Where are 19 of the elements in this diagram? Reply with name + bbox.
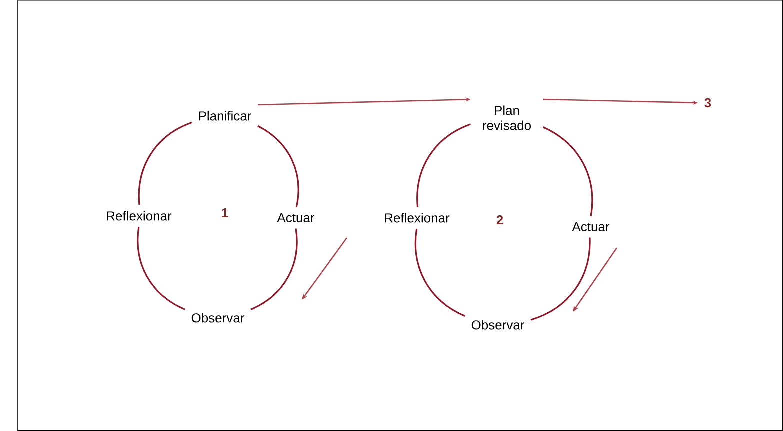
arc-line bbox=[137, 226, 186, 310]
arc-line bbox=[416, 124, 472, 208]
arc-line bbox=[530, 238, 591, 321]
stage-number: 3 bbox=[704, 98, 712, 108]
stage-label: Actuar bbox=[277, 213, 315, 223]
stage-label: Observar bbox=[472, 320, 525, 330]
stage-label: Observar bbox=[192, 313, 244, 323]
stage-label: Plan revisado bbox=[483, 106, 532, 130]
stage-label: Reflexionar bbox=[107, 211, 172, 221]
arc-line bbox=[414, 228, 466, 317]
cycle-number: 1 bbox=[222, 208, 228, 218]
stage-label: Actuar bbox=[572, 222, 610, 232]
stage-label: Planificar bbox=[199, 111, 252, 121]
stage-label: Reflexionar bbox=[385, 213, 450, 223]
arc-line bbox=[138, 122, 192, 206]
arc-line bbox=[250, 228, 298, 310]
arc-line bbox=[258, 125, 300, 208]
arc-line bbox=[542, 126, 594, 216]
cycle-number: 2 bbox=[496, 215, 504, 225]
